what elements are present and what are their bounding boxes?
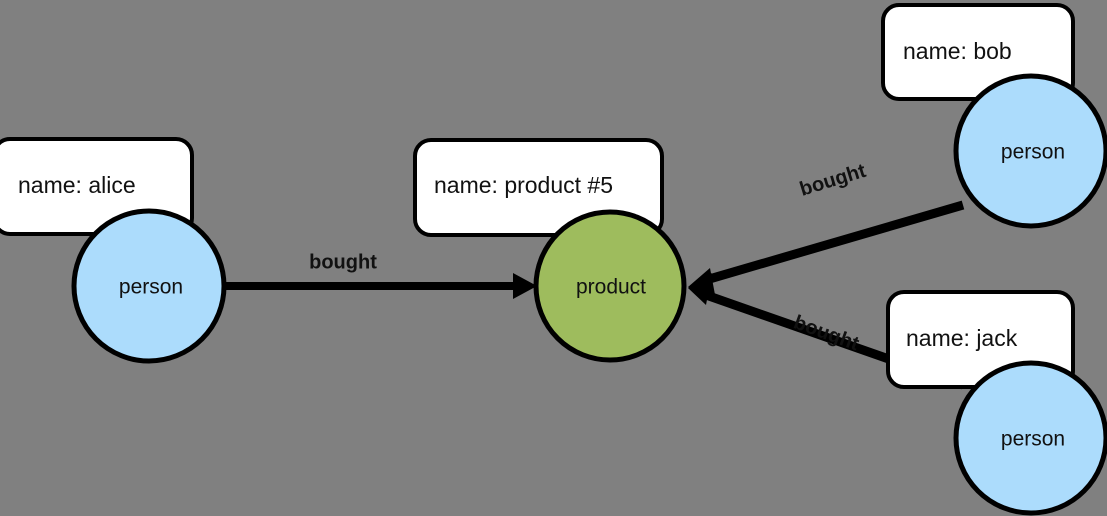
node-alice[interactable]: person xyxy=(71,208,227,364)
node-jack[interactable]: person xyxy=(953,360,1107,516)
node-circle xyxy=(953,360,1107,516)
node-circle xyxy=(71,208,227,364)
edge-label-jack: bought xyxy=(791,311,863,355)
property-box-text: name: product #5 xyxy=(434,172,613,198)
node-type-label: person xyxy=(1001,428,1065,451)
node-bob[interactable]: person xyxy=(953,73,1107,229)
node-circle xyxy=(533,209,687,363)
nodes-layer: person product person person xyxy=(71,73,1107,516)
edge-line xyxy=(704,200,965,285)
edge-arrowhead xyxy=(513,273,537,299)
node-product5[interactable]: product xyxy=(533,209,687,363)
edge-alice-bought-product[interactable]: bought xyxy=(226,251,537,299)
edge-label-bob: bought xyxy=(797,160,869,201)
property-box-text: name: alice xyxy=(18,172,136,198)
node-type-label: person xyxy=(119,276,183,299)
edge-bob-bought-product[interactable]: bought xyxy=(688,160,965,300)
property-box-text: name: jack xyxy=(906,325,1018,351)
property-box-text: name: bob xyxy=(903,38,1012,64)
property-boxes-layer: name: alice name: product #5 name: bob n… xyxy=(0,3,1075,389)
edge-label-alice: bought xyxy=(309,251,377,273)
edge-arrowhead xyxy=(688,273,712,305)
node-type-label: person xyxy=(1001,141,1065,164)
node-circle xyxy=(953,73,1107,229)
node-type-label: product xyxy=(576,276,646,299)
